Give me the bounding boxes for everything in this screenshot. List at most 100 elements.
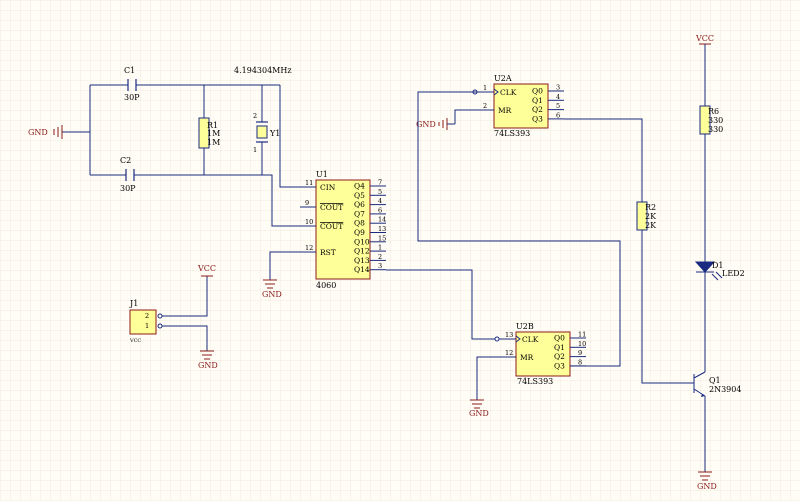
pin-label: RST (320, 248, 336, 257)
resistor-r1: R1 1M 1M (198, 117, 220, 149)
gnd-label-u2b: GND (469, 409, 489, 418)
pin-label: Q12 (354, 247, 370, 256)
pin-label: Q10 (354, 237, 370, 246)
pin-number: 7 (378, 179, 382, 187)
c1-ref: C1 (124, 66, 135, 75)
pin-number: 3 (378, 262, 382, 270)
pin-number: 12 (305, 244, 313, 252)
pin-label: Q4 (354, 182, 365, 191)
pin-number: 8 (578, 358, 582, 366)
r2-ref: R2 (645, 203, 656, 212)
pin-label: MR (520, 353, 534, 362)
vcc-label-j1: VCC (197, 264, 216, 273)
pin-number: 4 (378, 197, 382, 205)
crystal-y1: 2 1 Y1 (253, 112, 280, 154)
pin-number: 10 (578, 340, 586, 348)
pin-number: 9 (305, 199, 309, 207)
gnd-symbol-j1: GND (198, 350, 218, 370)
pin-label: CIN (320, 183, 336, 192)
u2b-part: 74LS393 (517, 377, 553, 386)
pin-number: 5 (378, 188, 382, 196)
r1-value2: 1M (207, 138, 220, 147)
pin-label: CLK (500, 88, 517, 97)
inversion-bubble (494, 336, 500, 342)
j1-ref: J1 (129, 299, 138, 308)
pin-label: Q9 (354, 228, 365, 237)
y1-pin-bottom: 1 (253, 146, 257, 154)
c1-value: 30P (124, 93, 140, 102)
r6-value1: 330 (708, 116, 723, 125)
pin-number: 13 (505, 331, 513, 339)
wire-feedback-loop (417, 91, 621, 367)
u1-part: 4060 (316, 281, 336, 290)
y1-pin-top: 2 (253, 112, 257, 120)
j1-pin-1: 1 (145, 322, 149, 330)
vcc-symbol-right: VCC (695, 34, 714, 45)
u1-ref: U1 (316, 170, 328, 179)
pin-number: 12 (505, 349, 513, 357)
wire-r2-to-q1-base (641, 230, 694, 384)
gnd-label-right: GND (697, 482, 717, 491)
d1-ref: D1 (712, 261, 724, 270)
pin-number: 11 (578, 331, 586, 339)
pin-label: COUT (320, 222, 343, 231)
wire-q14-to-u2b (386, 269, 500, 340)
gnd-label-left: GND (28, 128, 48, 137)
crystal-frequency-label: 4.194304MHz (234, 66, 292, 75)
r2-value1: 2K (645, 212, 657, 221)
gnd-symbol-right: GND (697, 471, 717, 491)
pin-number: 2 (378, 253, 382, 261)
connector-j1: J1 2 1 VCC (129, 276, 208, 351)
gnd-symbol-u2b: GND (469, 356, 500, 418)
pin-number: 1 (483, 84, 487, 92)
r6-value2: 330 (708, 125, 723, 134)
pin-label: Q1 (554, 343, 565, 352)
capacitor-c2: C2 30P (120, 156, 136, 193)
u2b-ref: U2B (516, 322, 534, 331)
gnd-label-u1: GND (262, 290, 282, 299)
c2-value: 30P (120, 184, 136, 193)
capacitor-c1: C1 30P (124, 66, 140, 102)
clock-marker (515, 335, 521, 343)
pin-number: 6 (556, 111, 560, 119)
j1-pin-2: 2 (145, 312, 149, 320)
gnd-label-u2a: GND (416, 120, 436, 129)
pin-number: 10 (305, 218, 313, 226)
pin-label: Q1 (532, 96, 543, 105)
pin-number: 6 (378, 206, 382, 214)
pin-number: 2 (483, 102, 487, 110)
r1-ref: R1 (207, 121, 218, 130)
pin-label: Q0 (554, 334, 565, 343)
j1-value: VCC (129, 338, 141, 344)
r1-value1: 1M (207, 129, 220, 138)
pin-label: COUT (320, 203, 343, 212)
y1-ref: Y1 (269, 129, 280, 138)
pin-label: Q5 (354, 191, 365, 200)
r2-value2: 2K (645, 221, 657, 230)
pin-label: Q0 (532, 87, 543, 96)
pin-number: 9 (578, 349, 582, 357)
vcc-label-right: VCC (695, 34, 714, 43)
pin-number: 1 (378, 244, 382, 252)
pin-number: 13 (378, 225, 386, 233)
pin-label: Q3 (554, 361, 565, 370)
led-d1: D1 LED2 (694, 261, 745, 281)
c2-ref: C2 (120, 156, 131, 165)
q1-ref: Q1 (709, 376, 721, 385)
u2a-part: 74LS393 (494, 129, 530, 138)
gnd-symbol-u1: GND (262, 251, 300, 299)
pin-number: 4 (556, 93, 560, 101)
d1-value: LED2 (722, 269, 745, 278)
gnd-symbol-left: GND (28, 125, 63, 139)
r6-ref: R6 (708, 107, 719, 116)
